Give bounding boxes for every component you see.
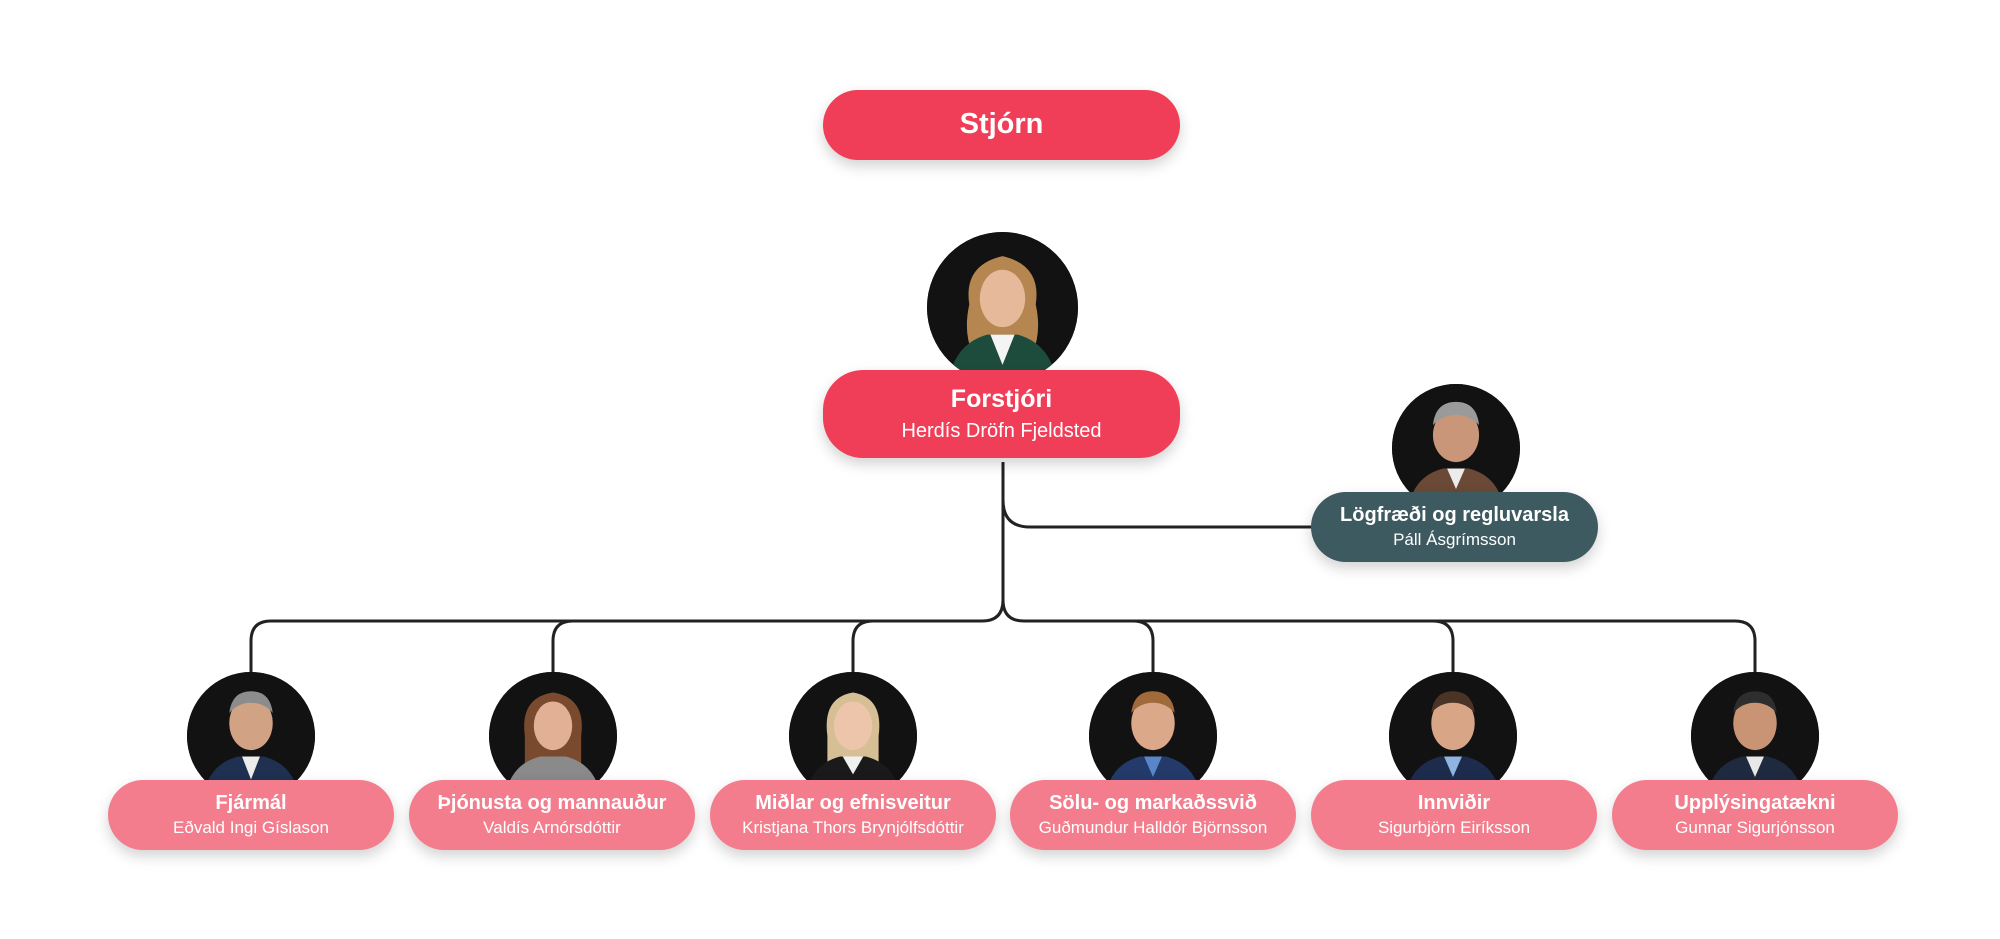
dept-name-2: Valdís Arnórsdóttir — [483, 817, 621, 837]
dept-name-3: Kristjana Thors Brynjólfsdóttir — [742, 817, 964, 837]
connector-dept-5 — [1432, 619, 1455, 672]
person-photo-icon — [927, 232, 1078, 383]
dept-name-6: Gunnar Sigurjónsson — [1675, 817, 1835, 837]
dept-photo-2 — [489, 672, 617, 800]
legal-photo — [1392, 384, 1520, 512]
dept-photo-3 — [789, 672, 917, 800]
ceo-box: Forstjóri Herdís Dröfn Fjeldsted — [823, 370, 1180, 458]
connector-dept-3 — [851, 619, 874, 672]
legal-title: Lögfræði og regluvarsla — [1340, 503, 1569, 526]
person-photo-icon — [489, 672, 617, 800]
dept-photo-1 — [187, 672, 315, 800]
dept-title-4: Sölu- og markaðssvið — [1049, 791, 1257, 814]
connector-legal — [1001, 499, 1315, 529]
person-photo-icon — [1089, 672, 1217, 800]
dept-name-4: Guðmundur Halldór Björnsson — [1038, 817, 1268, 837]
dept-box-2: Þjónusta og mannauður Valdís Arnórsdótti… — [409, 780, 695, 850]
connector-right-branch — [1001, 599, 1757, 672]
legal-box: Lögfræði og regluvarsla Páll Ásgrímsson — [1311, 492, 1598, 562]
dept-title-1: Fjármál — [215, 791, 287, 814]
dept-name-5: Sigurbjörn Eiríksson — [1377, 817, 1531, 837]
board-box: Stjórn — [823, 90, 1180, 160]
ceo-name: Herdís Dröfn Fjeldsted — [901, 419, 1102, 442]
dept-box-4: Sölu- og markaðssvið Guðmundur Halldór B… — [1010, 780, 1296, 850]
ceo-photo — [927, 232, 1078, 383]
ceo-title: Forstjóri — [950, 385, 1053, 414]
dept-photo-5 — [1389, 672, 1517, 800]
dept-name-1: Eðvald Ingi Gíslason — [173, 817, 329, 837]
person-photo-icon — [1691, 672, 1819, 800]
dept-photo-6 — [1691, 672, 1819, 800]
dept-box-5: Innviðir Sigurbjörn Eiríksson — [1311, 780, 1597, 850]
legal-name: Páll Ásgrímsson — [1393, 529, 1516, 549]
connector-left-branch — [249, 599, 1005, 672]
connector-dept-4 — [1132, 619, 1155, 672]
dept-photo-4 — [1089, 672, 1217, 800]
dept-box-1: Fjármál Eðvald Ingi Gíslason — [108, 780, 394, 850]
dept-title-5: Innviðir — [1417, 791, 1491, 814]
dept-title-6: Upplýsingatækni — [1674, 791, 1836, 814]
board-title: Stjórn — [959, 108, 1044, 141]
dept-title-2: Þjónusta og mannauður — [437, 791, 667, 814]
dept-box-6: Upplýsingatækni Gunnar Sigurjónsson — [1612, 780, 1898, 850]
connector-dept-2 — [551, 619, 574, 672]
dept-title-3: Miðlar og efnisveitur — [755, 791, 951, 814]
dept-box-3: Miðlar og efnisveitur Kristjana Thors Br… — [710, 780, 996, 850]
